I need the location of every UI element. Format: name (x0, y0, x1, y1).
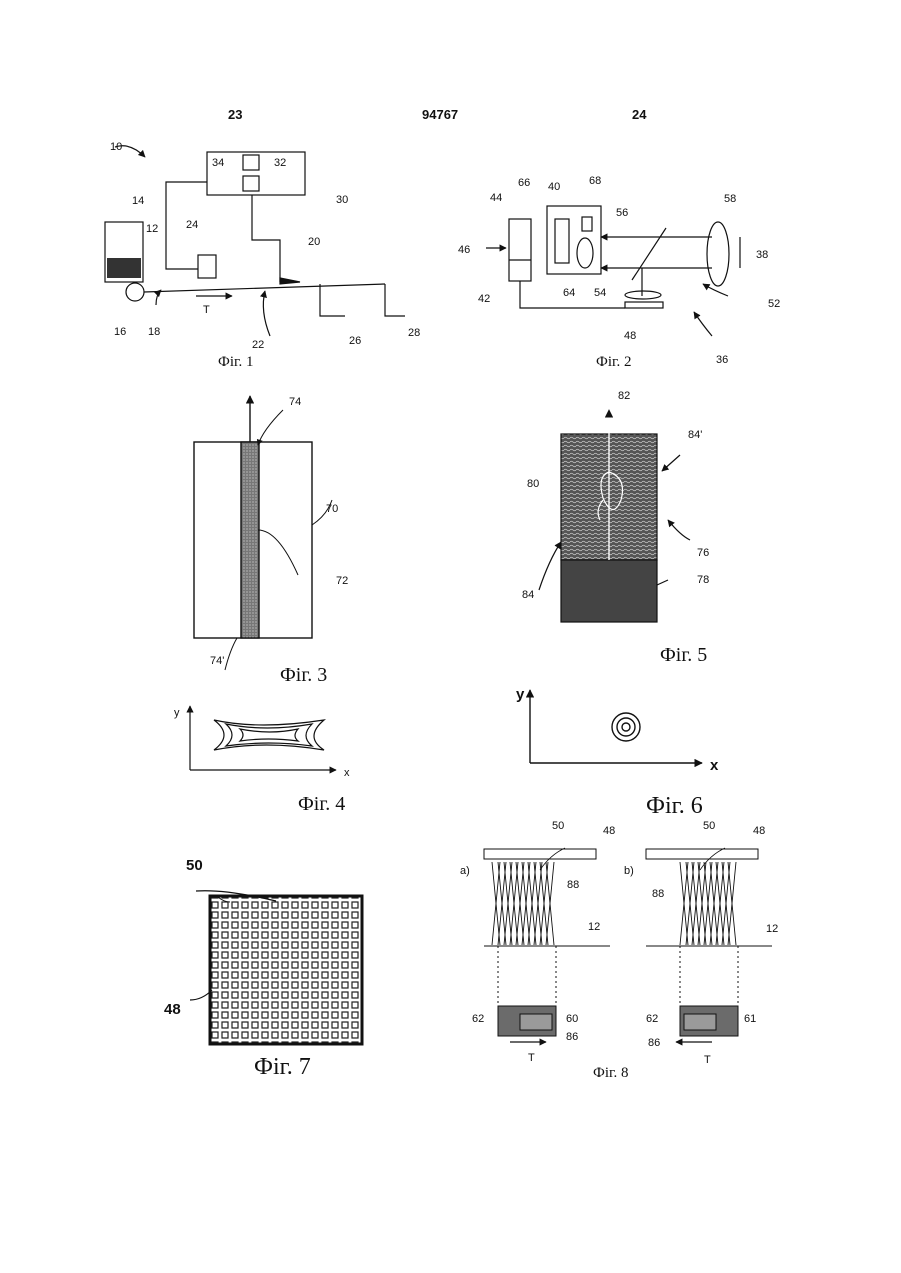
fig2-label: 38 (756, 249, 768, 261)
fig1-label: 26 (349, 335, 361, 347)
fig7-caption: Фіг. 7 (254, 1054, 311, 1080)
fig8a-label: 86 (566, 1031, 578, 1043)
fig1-label: 28 (408, 327, 420, 339)
fig2-label: 46 (458, 244, 470, 256)
fig6-axis-y: y (516, 686, 525, 703)
fig8a-label: 88 (567, 879, 579, 891)
fig1-label: 30 (336, 194, 348, 206)
fig2-caption: Фіг. 2 (596, 354, 631, 370)
fig3-label: 74' (210, 655, 224, 667)
fig2-label: 54 (594, 287, 606, 299)
fig5-label: 78 (697, 574, 709, 586)
fig2-label: 56 (616, 207, 628, 219)
fig5-label: 76 (697, 547, 709, 559)
fig1-label: 20 (308, 236, 320, 248)
fig2-label: 42 (478, 293, 490, 305)
line-72 (241, 442, 259, 638)
figure-4 (190, 706, 336, 770)
fig2-label: 68 (589, 175, 601, 187)
pump-16 (126, 283, 144, 301)
fig2-label: 48 (624, 330, 636, 342)
fig8a-label: 12 (588, 921, 600, 933)
fig3-label: 74 (289, 396, 301, 408)
fig2-label: 64 (563, 287, 575, 299)
fig1-label: 32 (274, 157, 286, 169)
fig1-label: 22 (252, 339, 264, 351)
fig5-caption: Фіг. 5 (660, 644, 707, 666)
fig1-arrow-label: T (203, 304, 210, 316)
figure-3 (194, 396, 332, 670)
fig8-caption: Фіг. 8 (593, 1065, 628, 1081)
fig2-label: 40 (548, 181, 560, 193)
fig2-label: 52 (768, 298, 780, 310)
fig6-axis-x: x (710, 757, 719, 774)
fig8b-label: 12 (766, 923, 778, 935)
fig1-label: 34 (212, 157, 224, 169)
fig8a-label: 50 (552, 820, 564, 832)
nozzle-20 (280, 278, 300, 284)
fig1-label: 18 (148, 326, 160, 338)
fig1-label: 14 (132, 195, 144, 207)
fig4-axis-y: y (174, 707, 180, 719)
fig1-label: 16 (114, 326, 126, 338)
fig8b-tag: b) (624, 865, 634, 877)
fig7-label: 48 (164, 1001, 181, 1018)
fig8a-arrow-label: T (528, 1052, 535, 1064)
fig3-caption: Фіг. 3 (280, 664, 327, 686)
fig3-label: 72 (336, 575, 348, 587)
fig5-label: 84 (522, 589, 534, 601)
figure-6 (530, 690, 702, 763)
fig8b-arrow-label: T (704, 1054, 711, 1066)
fig1-label: 12 (146, 223, 158, 235)
fig7-label: 50 (186, 857, 203, 874)
figure-2 (486, 206, 740, 336)
figure-8-panel-a (484, 848, 610, 1042)
fig8a-tag: a) (460, 865, 470, 877)
fig1-caption: Фіг. 1 (218, 354, 253, 370)
fig2-label: 58 (724, 193, 736, 205)
fig3-label: 70 (326, 503, 338, 515)
fig8b-label: 61 (744, 1013, 756, 1025)
fig8b-label: 62 (646, 1013, 658, 1025)
sensor-24 (198, 255, 216, 278)
fig4-axis-x: x (344, 767, 350, 779)
fig5-label: 84' (688, 429, 702, 441)
fig8a-label: 62 (472, 1013, 484, 1025)
sensor-48 (625, 302, 663, 308)
fig5-label: 80 (527, 478, 539, 490)
fig8a-label: 60 (566, 1013, 578, 1025)
fig4-caption: Фіг. 4 (298, 793, 345, 815)
fig8b-label: 50 (703, 820, 715, 832)
liquid-12 (107, 258, 141, 278)
fig8b-label: 88 (652, 888, 664, 900)
fig2-label: 66 (518, 177, 530, 189)
fig8a-label: 48 (603, 825, 615, 837)
fig5-label: 82 (618, 390, 630, 402)
fig6-caption: Фіг. 6 (646, 793, 703, 819)
fig2-label: 44 (490, 192, 502, 204)
fig8b-label: 86 (648, 1037, 660, 1049)
fig1-label: 24 (186, 219, 198, 231)
figure-7 (190, 891, 362, 1044)
fig8b-label: 48 (753, 825, 765, 837)
figure-5 (539, 410, 690, 622)
figure-1 (105, 146, 405, 336)
fig1-label: 10 (110, 141, 122, 153)
fig2-label: 36 (716, 354, 728, 366)
lens-58 (707, 222, 729, 286)
